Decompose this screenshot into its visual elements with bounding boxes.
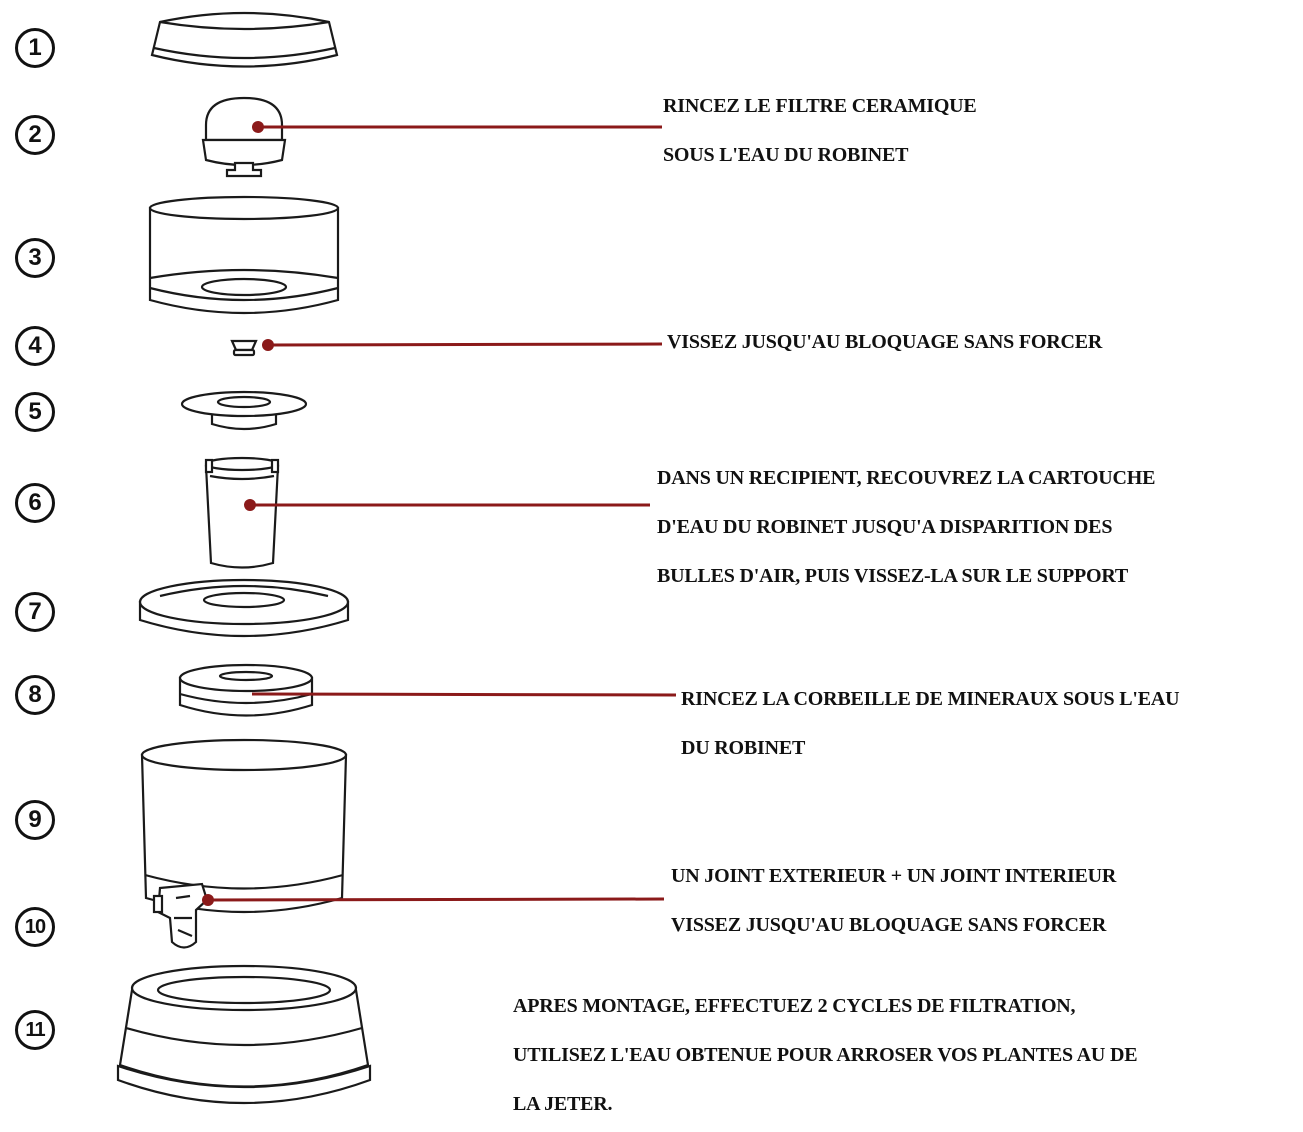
step-number-11: 11: [15, 1010, 55, 1050]
part-support-plate: [182, 392, 306, 429]
note-tap: UN JOINT EXTERIEUR + UN JOINT INTERIEUR …: [671, 852, 1116, 950]
step-number-10: 10: [15, 907, 55, 947]
note-screw: VISSEZ JUSQU'AU BLOQUAGE SANS FORCER: [667, 318, 1102, 367]
note-line: RINCEZ LE FILTRE CERAMIQUE: [663, 82, 977, 131]
note-mineral-basket: RINCEZ LA CORBEILLE DE MINERAUX SOUS L'E…: [681, 675, 1179, 773]
note-line: DU ROBINET: [681, 724, 1179, 773]
part-nut: [232, 341, 256, 355]
leader-line-screw: [268, 344, 662, 345]
step-number-7: 7: [15, 592, 55, 632]
step-number-8: 8: [15, 675, 55, 715]
step-number-1: 1: [15, 28, 55, 68]
part-mineral-basket: [180, 665, 312, 716]
leader-line-tap: [208, 899, 664, 900]
note-line: RINCEZ LA CORBEILLE DE MINERAUX SOUS L'E…: [681, 675, 1179, 724]
note-ceramic-filter: RINCEZ LE FILTRE CERAMIQUE SOUS L'EAU DU…: [663, 82, 977, 180]
step-number-6: 6: [15, 483, 55, 523]
step-number-3: 3: [15, 238, 55, 278]
step-number-5: 5: [15, 392, 55, 432]
note-line: BULLES D'AIR, PUIS VISSEZ-LA SUR LE SUPP…: [657, 552, 1155, 601]
note-line: VISSEZ JUSQU'AU BLOQUAGE SANS FORCER: [667, 318, 1102, 367]
note-line: D'EAU DU ROBINET JUSQU'A DISPARITION DES: [657, 503, 1155, 552]
step-number-2: 2: [15, 115, 55, 155]
part-upper-container: [150, 197, 338, 313]
note-line: VISSEZ JUSQU'AU BLOQUAGE SANS FORCER: [671, 901, 1116, 950]
note-line: LA JETER.: [513, 1080, 1137, 1129]
note-line: APRES MONTAGE, EFFECTUEZ 2 CYCLES DE FIL…: [513, 982, 1137, 1031]
note-after-assembly: APRES MONTAGE, EFFECTUEZ 2 CYCLES DE FIL…: [513, 982, 1137, 1129]
part-ceramic-filter: [203, 98, 285, 176]
step-number-9: 9: [15, 800, 55, 840]
note-line: UTILISEZ L'EAU OBTENUE POUR ARROSER VOS …: [513, 1031, 1137, 1080]
step-number-4: 4: [15, 326, 55, 366]
note-line: UN JOINT EXTERIEUR + UN JOINT INTERIEUR: [671, 852, 1116, 901]
note-cartridge: DANS UN RECIPIENT, RECOUVREZ LA CARTOUCH…: [657, 454, 1155, 601]
leader-line-mineral-basket: [252, 694, 676, 695]
part-base-plate: [140, 580, 348, 636]
part-tap: [154, 884, 207, 948]
part-cartridge: [206, 458, 278, 568]
part-lid: [152, 13, 337, 67]
note-line: DANS UN RECIPIENT, RECOUVREZ LA CARTOUCH…: [657, 454, 1155, 503]
note-line: SOUS L'EAU DU ROBINET: [663, 131, 977, 180]
part-base-stand: [118, 966, 370, 1103]
